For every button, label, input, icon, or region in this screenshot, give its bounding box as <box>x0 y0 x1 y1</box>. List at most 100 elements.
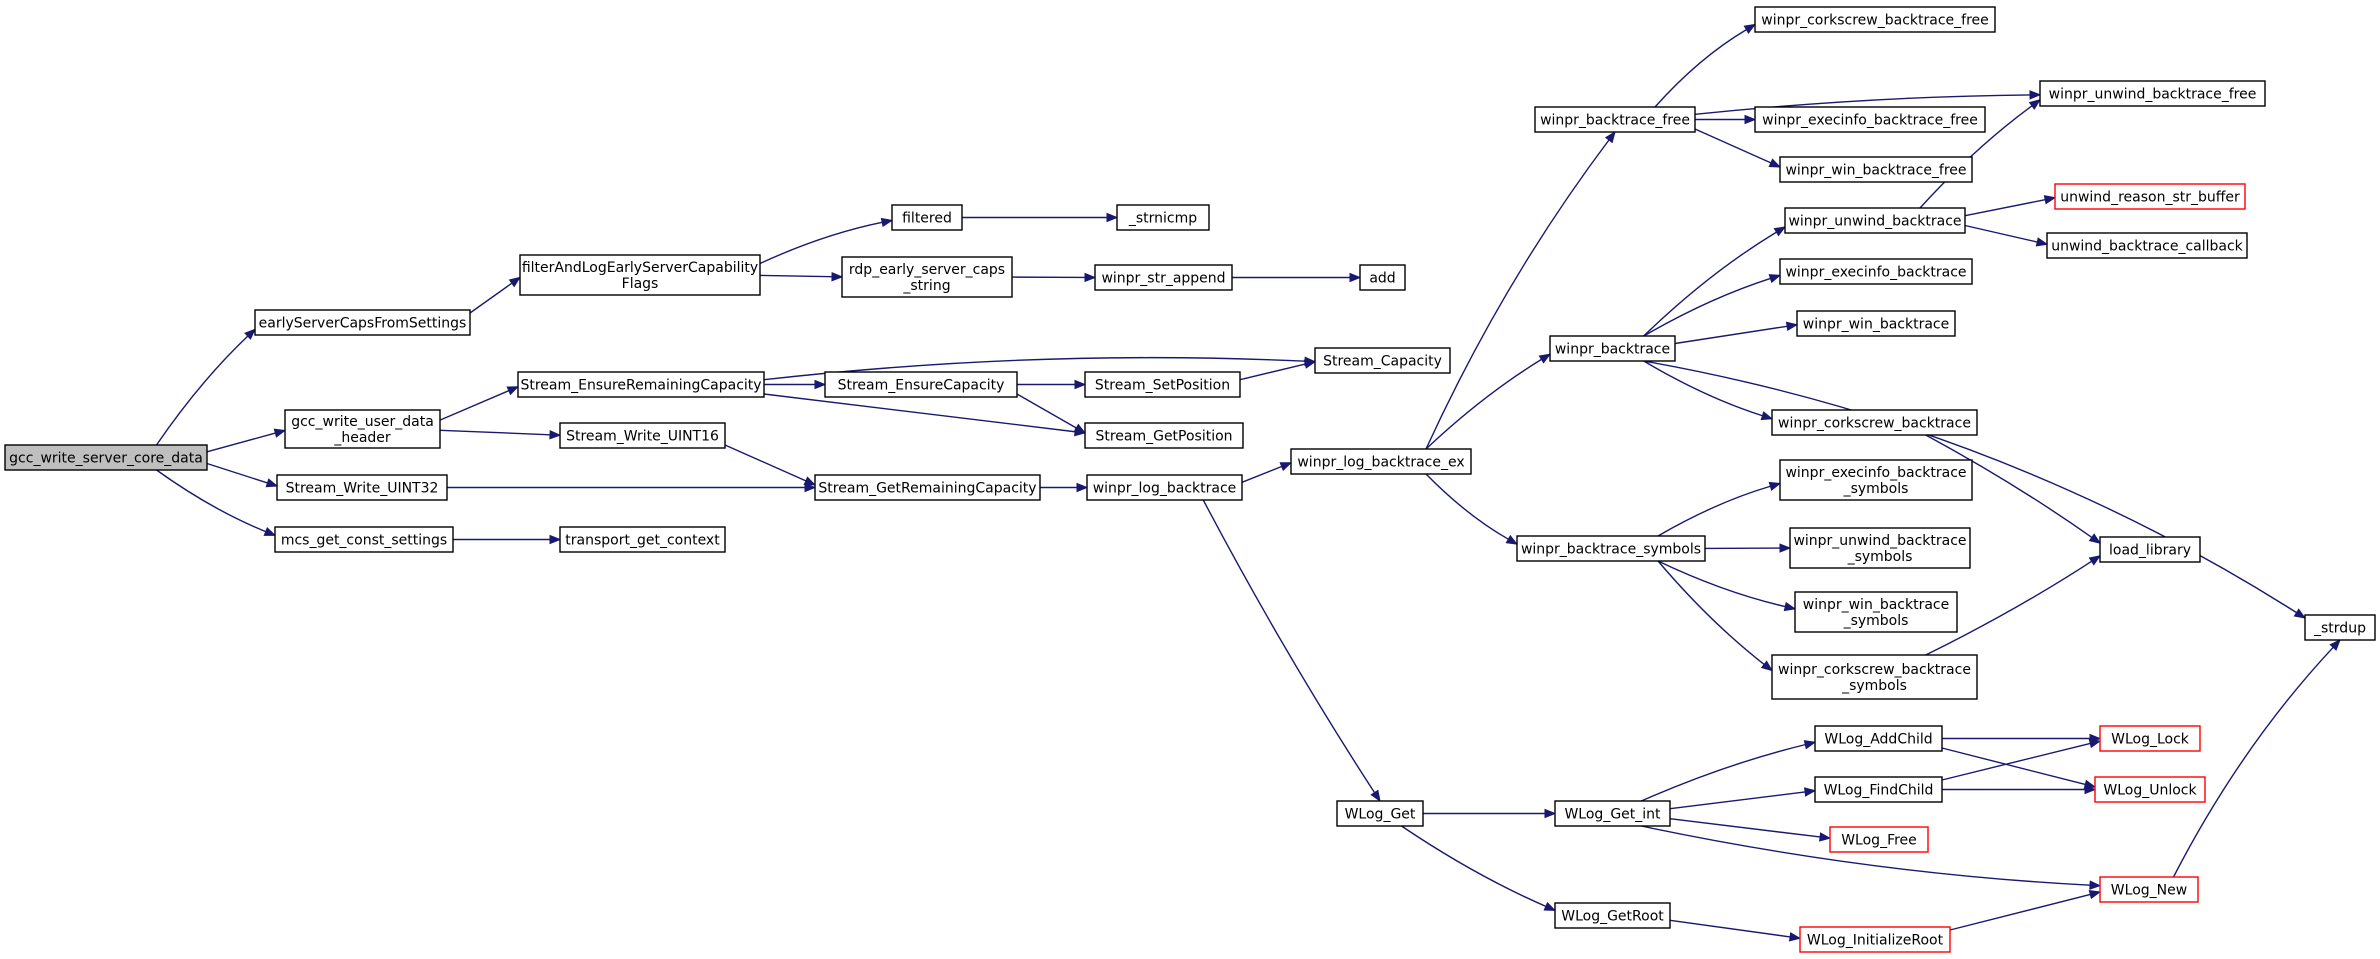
arrowhead <box>1076 482 1089 493</box>
node-winpr-backtrace-free[interactable]: winpr_backtrace_free <box>1534 106 1696 133</box>
node-wlog-lock[interactable]: WLog_Lock <box>2099 725 2201 752</box>
node-label: unwind_reason_str_buffer <box>2060 190 2240 206</box>
edge-winpr-corkscrew-backtrace-symbols-to-load-library <box>1925 560 2093 656</box>
node-earlyservercapsfromsettings[interactable]: earlyServerCapsFromSettings <box>254 309 471 336</box>
arrowhead <box>1803 740 1817 750</box>
node-gcc-write-server-core-data[interactable]: gcc_write_server_core_data <box>4 444 208 471</box>
node-label: WLog_GetRoot <box>1561 909 1664 925</box>
node-label: filterAndLogEarlyServerCapability <box>522 260 758 276</box>
node-box <box>1814 725 1943 752</box>
edge-winpr-log-backtrace-ex-to-winpr-backtrace-symbols <box>1425 473 1509 540</box>
node-load-library[interactable]: load_library <box>2099 536 2201 563</box>
node-stream-write-uint32[interactable]: Stream_Write_UINT32 <box>276 474 448 501</box>
node-box <box>4 444 208 471</box>
arrowhead <box>1538 353 1552 364</box>
node-winpr-backtrace-symbols[interactable]: winpr_backtrace_symbols <box>1516 535 1706 562</box>
node-label: Stream_Write_UINT32 <box>286 481 439 497</box>
node-winpr-corkscrew-backtrace-symbols[interactable]: winpr_corkscrew_backtrace_symbols <box>1771 654 1978 700</box>
node-label: WLog_Lock <box>2111 732 2190 748</box>
node-label: WLog_Get <box>1345 807 1416 823</box>
node-filtered[interactable]: filtered <box>891 204 963 231</box>
node-label: winpr_win_backtrace <box>1803 317 1949 333</box>
node-box <box>841 256 1013 298</box>
node-label: winpr_win_backtrace_free <box>1785 163 1966 179</box>
node-winpr-corkscrew-backtrace-free[interactable]: winpr_corkscrew_backtrace_free <box>1754 6 1996 33</box>
node-winpr-win-backtrace-free[interactable]: winpr_win_backtrace_free <box>1779 156 1973 183</box>
edge-earlyservercapsfromsettings-to-filterandlog <box>469 282 513 314</box>
edge-winpr-backtrace-free-to-winpr-corkscrew-backtrace-free <box>1654 29 1747 108</box>
node-rdp-early[interactable]: rdp_early_server_caps_string <box>841 256 1013 298</box>
node-wlog-get-int[interactable]: WLog_Get_int <box>1554 800 1671 827</box>
edge-wlog-get-int-to-wlog-new <box>1641 825 2091 886</box>
edge-filterandlog-to-filtered <box>759 221 883 265</box>
node-stream-capacity[interactable]: Stream_Capacity <box>1314 347 1451 374</box>
node-winpr-corkscrew-backtrace[interactable]: winpr_corkscrew_backtrace <box>1771 409 1978 436</box>
node-gcc-write-user-data-header[interactable]: gcc_write_user_data_header <box>284 409 441 449</box>
node-winpr-execinfo-backtrace[interactable]: winpr_execinfo_backtrace <box>1779 258 1973 285</box>
node-stream-ensurecapacity[interactable]: Stream_EnsureCapacity <box>824 371 1018 398</box>
edge-stream-setposition-to-stream-capacity <box>1239 363 1306 381</box>
node-unwind-reason-str-buffer[interactable]: unwind_reason_str_buffer <box>2054 183 2246 210</box>
node-winpr-win-backtrace[interactable]: winpr_win_backtrace <box>1796 310 1956 337</box>
node-box <box>2099 725 2201 752</box>
node-label: winpr_unwind_backtrace_free <box>2049 87 2257 103</box>
node-winpr-execinfo-backtrace-symbols[interactable]: winpr_execinfo_backtrace_symbols <box>1779 459 1973 501</box>
arrowhead <box>1773 226 1787 237</box>
node-wlog-getroot[interactable]: WLog_GetRoot <box>1554 902 1671 929</box>
node-winpr-backtrace[interactable]: winpr_backtrace <box>1549 335 1676 362</box>
node-wlog-free[interactable]: WLog_Free <box>1829 826 1929 853</box>
node-wlog-get[interactable]: WLog_Get <box>1336 800 1424 827</box>
node-label: WLog_AddChild <box>1824 732 1932 748</box>
node-wlog-findchild[interactable]: WLog_FindChild <box>1814 776 1943 803</box>
node-box <box>891 204 963 231</box>
node-label: winpr_log_backtrace <box>1093 481 1237 497</box>
node-add[interactable]: add <box>1359 264 1406 291</box>
node-label: winpr_backtrace_free <box>1540 113 1690 129</box>
node-label: rdp_early_server_caps <box>849 262 1005 278</box>
node-stream-ensureremainingcapacity[interactable]: Stream_EnsureRemainingCapacity <box>517 371 765 398</box>
arrowhead <box>265 478 279 488</box>
edge-stream-ensureremainingcapacity-to-stream-getposition <box>763 393 1076 433</box>
node-winpr-str-append[interactable]: winpr_str_append <box>1094 264 1233 291</box>
arrowhead <box>1768 481 1782 491</box>
node-transport-get-context[interactable]: transport_get_context <box>559 526 726 553</box>
edge-winpr-log-backtrace-to-winpr-log-backtrace-ex <box>1241 465 1282 483</box>
node-winpr-win-backtrace-symbols[interactable]: winpr_win_backtrace_symbols <box>1794 591 1958 633</box>
node-winpr-unwind-backtrace-symbols[interactable]: winpr_unwind_backtrace_symbols <box>1789 527 1971 569</box>
node-unwind-backtrace-callback[interactable]: unwind_backtrace_callback <box>2046 232 2248 259</box>
edge-gcc-write-server-core-data-to-stream-write-uint32 <box>206 462 268 484</box>
node-winpr-unwind-backtrace-free[interactable]: winpr_unwind_backtrace_free <box>2039 80 2266 107</box>
arrowhead <box>1074 379 1087 390</box>
node-box <box>1084 422 1244 449</box>
edge-wlog-get-int-to-wlog-findchild <box>1669 791 1806 810</box>
node-wlog-addchild[interactable]: WLog_AddChild <box>1814 725 1943 752</box>
node-winpr-log-backtrace-ex[interactable]: winpr_log_backtrace_ex <box>1290 448 1472 475</box>
edge-winpr-log-backtrace-ex-to-winpr-backtrace-free <box>1425 139 1610 450</box>
node--strnicmp[interactable]: _strnicmp <box>1116 204 1210 231</box>
edge-winpr-log-backtrace-to-wlog-get <box>1202 499 1376 793</box>
node-stream-write-uint16[interactable]: Stream_Write_UINT16 <box>559 422 726 449</box>
node-stream-getremainingcapacity[interactable]: Stream_GetRemainingCapacity <box>814 474 1041 501</box>
node--strdup[interactable]: _strdup <box>2304 614 2376 641</box>
node-mcs-get-const-settings[interactable]: mcs_get_const_settings <box>274 526 454 553</box>
edge-gcc-write-user-data-header-to-stream-write-uint16 <box>439 429 551 436</box>
arrowhead <box>1543 901 1557 911</box>
node-winpr-execinfo-backtrace-free[interactable]: winpr_execinfo_backtrace_free <box>1754 106 1986 133</box>
node-label: _symbols <box>1843 481 1909 497</box>
arrowhead <box>1744 114 1757 125</box>
node-box <box>1754 106 1986 133</box>
node-wlog-new[interactable]: WLog_New <box>2099 876 2199 903</box>
node-box <box>517 371 765 398</box>
node-wlog-initializeroot[interactable]: WLog_InitializeRoot <box>1799 926 1951 953</box>
node-wlog-unlock[interactable]: WLog_Unlock <box>2094 776 2206 803</box>
node-label: WLog_Free <box>1841 833 1917 849</box>
node-stream-getposition[interactable]: Stream_GetPosition <box>1084 422 1244 449</box>
node-winpr-unwind-backtrace[interactable]: winpr_unwind_backtrace <box>1784 207 1966 234</box>
node-stream-setposition[interactable]: Stream_SetPosition <box>1084 371 1241 398</box>
node-winpr-log-backtrace[interactable]: winpr_log_backtrace <box>1086 474 1243 501</box>
node-box <box>1094 264 1233 291</box>
node-box <box>1534 106 1696 133</box>
node-label: winpr_log_backtrace_ex <box>1297 455 1464 471</box>
edge-winpr-unwind-backtrace-to-unwind-reason-str-buffer <box>1964 198 2046 217</box>
